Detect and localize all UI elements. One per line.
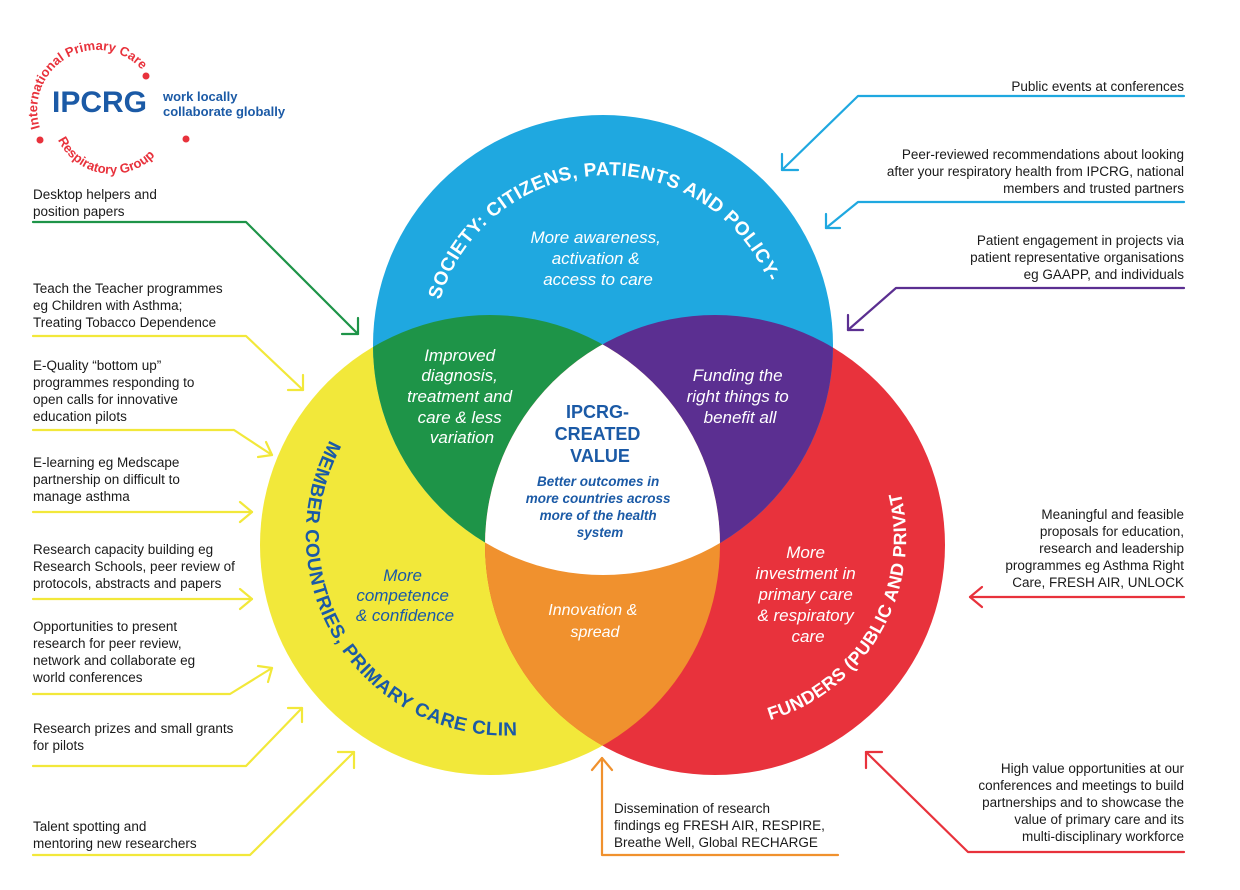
- venn: [260, 115, 945, 775]
- arrow-right-0: [780, 94, 1186, 172]
- overlap-members-funders-body: Innovation & spread: [548, 602, 641, 641]
- arrow-left-2: [31, 428, 274, 459]
- funders-body: More investment in primary care & respir…: [756, 543, 861, 646]
- note-present-research: Opportunities to present research for pe…: [33, 619, 196, 685]
- note-desktop-helpers: Desktop helpers and position papers: [33, 187, 157, 219]
- members-body: More competence & confidence: [356, 566, 454, 625]
- overlap-society-members-body: Improved diagnosis, treatment and care &…: [407, 346, 517, 447]
- note-meaningful-proposals: Meaningful and feasible proposals for ed…: [1005, 507, 1184, 590]
- society-body: More awareness, activation & access to c…: [530, 228, 665, 289]
- overlap-center: [485, 315, 720, 575]
- note-e-quality: E-Quality “bottom up” programmes respond…: [33, 358, 195, 424]
- arrow-right-4: [864, 750, 1186, 854]
- note-patient-engagement: Patient engagement in projects via patie…: [970, 233, 1184, 282]
- arrow-left-6: [31, 706, 304, 768]
- note-talent-spotting: Talent spotting and mentoring new resear…: [33, 819, 197, 851]
- arrow-right-1: [824, 200, 1186, 230]
- logo-arc-bottom: Respiratory Group: [55, 134, 157, 177]
- note-public-events: Public events at conferences: [1011, 79, 1184, 94]
- arrow-left-7: [31, 750, 356, 857]
- note-high-value-opportunities: High value opportunities at our conferen…: [978, 761, 1184, 844]
- arrow-left-3: [31, 500, 254, 524]
- overlap-society-funders-body: Funding the right things to benefit all: [687, 366, 794, 427]
- logo-dot: [182, 135, 190, 143]
- note-peer-reviewed-recommendations: Peer-reviewed recommendations about look…: [886, 147, 1184, 196]
- logo-tagline-2: collaborate globally: [163, 104, 286, 119]
- logo-dot: [142, 72, 150, 80]
- note-research-capacity: Research capacity building eg Research S…: [33, 542, 235, 591]
- arrow-left-1: [31, 334, 305, 392]
- logo-dot: [36, 136, 44, 144]
- logo-name: IPCRG: [52, 86, 147, 119]
- arrow-left-0: [31, 220, 360, 336]
- note-e-learning: E-learning eg Medscape partnership on di…: [33, 455, 180, 504]
- svg-text:Respiratory Group: Respiratory Group: [55, 134, 157, 177]
- arrow-bottom: [590, 756, 840, 857]
- ipcrg-logo[interactable]: International Primary Care Respiratory G…: [25, 38, 286, 177]
- arrow-right-3: [968, 585, 1186, 609]
- arrow-right-2: [846, 286, 1186, 332]
- center-title: IPCRG- CREATED VALUE: [555, 402, 646, 466]
- arrow-left-5: [31, 664, 274, 696]
- connector-arrows: [31, 94, 1186, 857]
- arrow-left-4: [31, 587, 254, 611]
- logo-tagline-1: work locally: [162, 89, 238, 104]
- note-dissemination: Dissemination of research findings eg FR…: [614, 801, 825, 850]
- note-research-prizes: Research prizes and small grants for pil…: [33, 721, 234, 753]
- center-body: Better outcomes in more countries across…: [526, 474, 675, 540]
- note-teach-the-teacher: Teach the Teacher programmes eg Children…: [33, 281, 223, 330]
